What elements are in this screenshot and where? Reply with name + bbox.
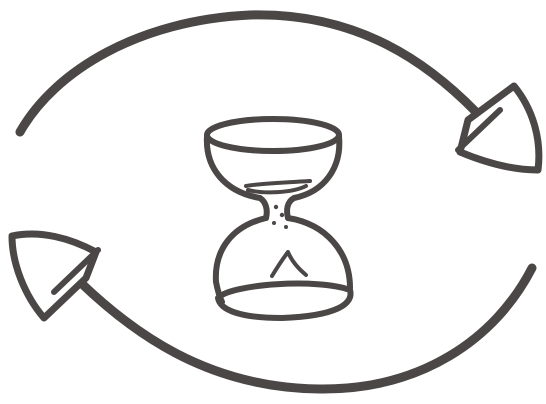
hourglass-icon [207,119,351,318]
bottom-arrow-icon [12,234,532,389]
top-arrow-icon [20,15,539,170]
